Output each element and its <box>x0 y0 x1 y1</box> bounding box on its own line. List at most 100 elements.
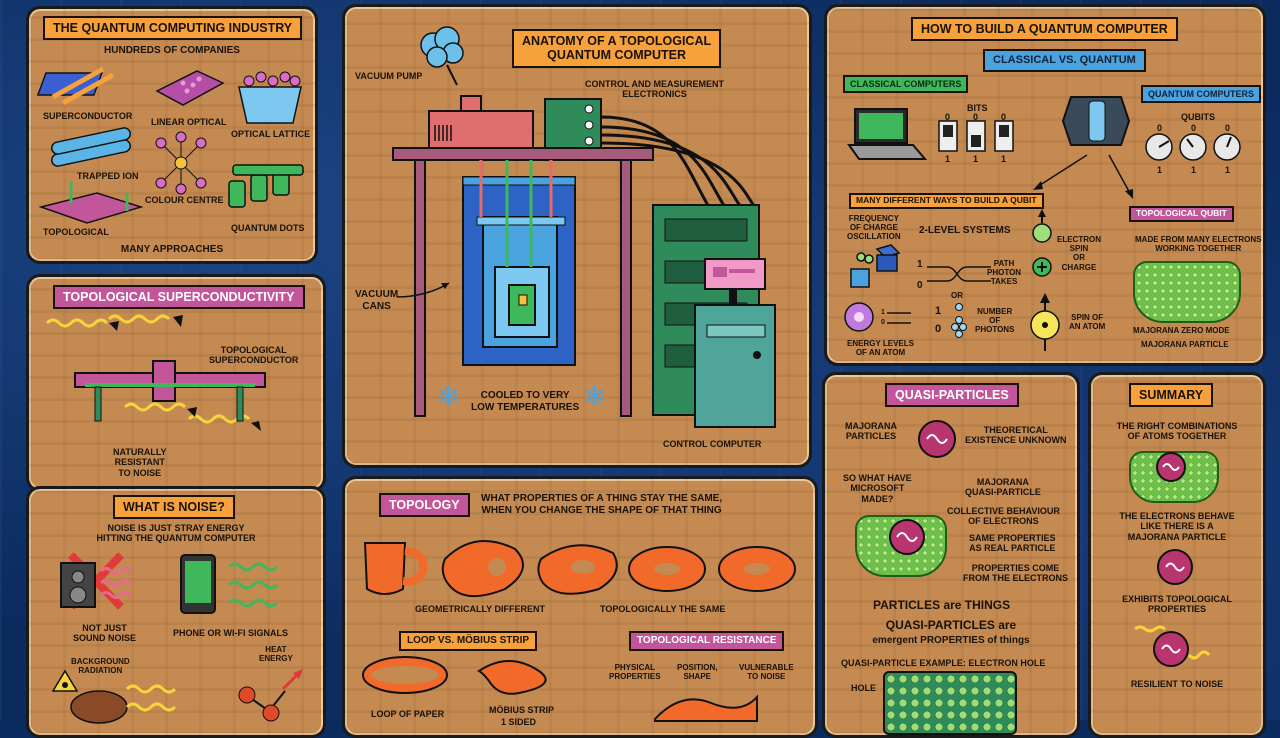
snowflake-icon-right: ❄ <box>583 381 607 412</box>
heat-line2: ENERGY <box>259 654 293 664</box>
atom-spin-icon <box>1030 293 1060 351</box>
panel-noise: WHAT IS NOISE? NOISE IS JUST STRAY ENERG… <box>26 486 326 738</box>
topo-sc-line2: SUPERCONDUCTOR <box>209 355 299 366</box>
electron-line2: SPIN <box>1069 244 1089 254</box>
topology-question: WHAT PROPERTIES OF A THING STAY THE SAME… <box>481 493 722 516</box>
speaker-icon <box>60 552 133 610</box>
topology-q-line2: WHEN YOU CHANGE THE SHAPE OF THAT THING <box>481 504 722 516</box>
cooled-line2: LOW TEMPERATURES <box>471 401 580 413</box>
summary-particle-1 <box>1156 452 1186 482</box>
mp-q-line2: PARTICLES <box>845 431 897 442</box>
resist-line2: RESISTANT <box>114 457 165 468</box>
optical-lattice-icon <box>238 71 302 124</box>
panel-industry: THE QUANTUM COMPUTING INDUSTRY HUNDREDS … <box>26 6 318 264</box>
path-0: 1 <box>917 259 923 270</box>
qubit-0-top: 0 <box>1157 123 1163 133</box>
mq-line2: QUASI-PARTICLE <box>965 487 1041 498</box>
hole-label: HOLE <box>851 683 877 693</box>
ms-label: SO WHAT HAVE MICROSOFT MADE? <box>843 473 912 504</box>
mobius-label: MÖBIUS STRIP <box>489 705 555 715</box>
coll-label: COLLECTIVE BEHAVIOUR OF ELECTRONS <box>947 506 1060 527</box>
heat-molecule-icon <box>238 669 303 722</box>
made-label: MADE FROM MANY ELECTRONS WORKING TOGETHE… <box>1135 235 1262 253</box>
energy-line2: OF AN ATOM <box>855 348 906 358</box>
phone-label: PHONE OR WI-FI SIGNALS <box>173 628 289 638</box>
qubit-2-top: 0 <box>1225 123 1231 133</box>
spin-line1: SPIN OF <box>1071 313 1104 322</box>
path-line2: PHOTON <box>987 268 1022 278</box>
phys-label: PHYSICAL PROPERTIES <box>609 663 661 681</box>
sided-label: 1 SIDED <box>501 717 537 727</box>
control-electronics-line2: ELECTRONICS <box>622 89 687 100</box>
switch-icons <box>938 120 1014 152</box>
bit-1-top: 0 <box>973 112 979 122</box>
topo-sc-label: TOPOLOGICAL SUPERCONDUCTOR <box>209 345 298 366</box>
majorana-particle-icon <box>918 420 956 458</box>
noise-sub: NOISE IS JUST STRAY ENERGY HITTING THE Q… <box>29 523 323 544</box>
panel-topology: TOPOLOGY WHAT PROPERTIES OF A THING STAY… <box>342 476 818 738</box>
linear-optical-icon <box>155 70 225 106</box>
topo-sc-line1: TOPOLOGICAL <box>220 345 287 355</box>
mug-to-donut <box>363 540 796 598</box>
colour-centre-icon <box>155 131 207 195</box>
freq-line3: OSCILLATION <box>847 232 901 242</box>
summary-3: EXHIBITS TOPOLOGICAL PROPERTIES <box>1091 594 1263 615</box>
topo-sc-title: TOPOLOGICAL SUPERCONDUCTIVITY <box>53 285 305 310</box>
quantum-chip-icon <box>1061 96 1131 146</box>
bit-0-top: 0 <box>945 112 951 122</box>
bit-2-top: 0 <box>1001 112 1007 122</box>
bg-line2: RADIATION <box>78 666 123 676</box>
snowflake-icon-left: ❄ <box>437 381 461 412</box>
cloud-icon <box>420 26 464 86</box>
quantum-dots-icon <box>228 164 304 208</box>
topo-qubit-label: TOPOLOGICAL QUBIT <box>1129 206 1234 222</box>
spin-electron-icons <box>1032 209 1052 277</box>
qp-line1: QUASI-PARTICLES are <box>885 618 1017 632</box>
s2-line1: THE ELECTRONS BEHAVE <box>1119 511 1235 521</box>
same-line2: AS REAL PARTICLE <box>969 543 1056 554</box>
cryostat-diagram <box>392 95 776 428</box>
topology-q-line1: WHAT PROPERTIES OF A THING STAY THE SAME… <box>481 493 723 504</box>
ms-line2: MICROSOFT <box>850 483 905 494</box>
qubit-0-bottom: 1 <box>1157 165 1163 175</box>
number-line1: NUMBER <box>977 307 1013 316</box>
label-linear-optical: LINEAR OPTICAL <box>151 117 227 127</box>
mp-q-line1: MAJORANA <box>845 421 898 431</box>
theo-line2: EXISTENCE UNKNOWN <box>965 435 1067 446</box>
pos-line2: SHAPE <box>683 672 711 682</box>
quantum-label: QUANTUM COMPUTERS <box>1141 85 1261 104</box>
vuln-line1: VULNERABLE <box>739 663 794 672</box>
atom-energy-icon <box>844 302 911 332</box>
label-control-computer: CONTROL COMPUTER <box>663 439 762 449</box>
many-ways-label: MANY DIFFERENT WAYS TO BUILD A QUBIT <box>849 193 1044 209</box>
vacuum-cans-line1: VACUUM <box>355 289 399 300</box>
topology-title: TOPOLOGY <box>379 493 470 518</box>
phys-line1: PHYSICAL <box>614 663 656 672</box>
geo-label: GEOMETRICALLY DIFFERENT <box>415 604 546 614</box>
props-line1: PROPERTIES COME <box>971 563 1060 573</box>
heat-line1: HEAT <box>265 645 287 654</box>
qubits-label: QUBITS <box>1181 112 1216 122</box>
mq-label: MAJORANA QUASI-PARTICLE <box>965 477 1041 498</box>
props-label: PROPERTIES COME FROM THE ELECTRONS <box>963 563 1068 584</box>
path-label: PATH PHOTON TAKES <box>987 259 1021 287</box>
theo-line1: THEORETICAL <box>983 425 1048 435</box>
electron-label: ELECTRON SPIN OR CHARGE <box>1057 235 1101 272</box>
loop-mobius-icons <box>362 656 547 695</box>
s1-line2: OF ATOMS TOGETHER <box>1127 431 1227 442</box>
classical-label: CLASSICAL COMPUTERS <box>843 75 969 94</box>
mzm-label: MAJORANA ZERO MODE <box>1133 326 1230 335</box>
props-line2: FROM THE ELECTRONS <box>963 573 1068 584</box>
example-label: QUASI-PARTICLE EXAMPLE: ELECTRON HOLE <box>841 658 1046 668</box>
or-label: OR <box>951 291 963 300</box>
panel-summary: SUMMARY THE RIGHT COMBINATIONS OF ATOMS … <box>1088 372 1266 738</box>
vuln-label: VULNERABLE TO NOISE <box>739 663 794 681</box>
sound-line2: SOUND NOISE <box>73 633 137 644</box>
cooled-line1: COOLED TO VERY <box>480 390 570 401</box>
made-line2: WORKING TOGETHER <box>1155 244 1242 254</box>
phone-icon <box>180 554 279 614</box>
quasi-particle-icon <box>889 519 925 555</box>
loop-paper-label: LOOP OF PAPER <box>371 709 445 719</box>
panel-build: HOW TO BUILD A QUANTUM COMPUTER CLASSICA… <box>824 4 1266 366</box>
label-control-electronics: CONTROL AND MEASUREMENT ELECTRONICS <box>585 79 724 100</box>
